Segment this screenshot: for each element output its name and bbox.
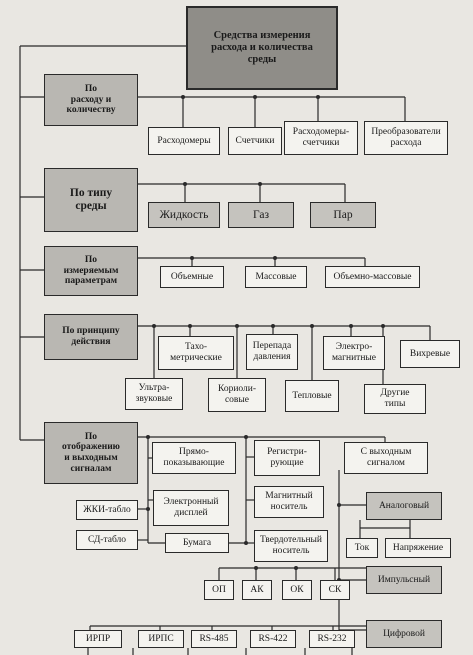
- params-item-mass: Массовые: [245, 266, 307, 288]
- signal-item-digital: Цифровой: [366, 620, 442, 648]
- signal-item-current: Ток: [346, 538, 378, 558]
- display-item-magnetic-media: Магнитный носитель: [254, 486, 324, 518]
- pulse-item-sk: СК: [320, 580, 350, 600]
- display-item-lcd: ЖКИ-табло: [76, 500, 138, 520]
- display-item-led: СД-табло: [76, 530, 138, 550]
- signal-item-pulse: Импульсный: [366, 566, 442, 594]
- pulse-item-ok: ОК: [282, 580, 312, 600]
- medium-item-gas: Газ: [228, 202, 294, 228]
- signal-item-analog: Аналоговый: [366, 492, 442, 520]
- params-item-volume-mass: Объемно-массовые: [325, 266, 420, 288]
- signal-item-voltage: Напряжение: [385, 538, 451, 558]
- pulse-item-op: ОП: [204, 580, 234, 600]
- medium-item-steam: Пар: [310, 202, 376, 228]
- digital-item-irps: ИРПС: [138, 630, 184, 648]
- principle-item-other: Другие типы: [364, 384, 426, 414]
- category-by-principle: По принципу действия: [44, 314, 138, 360]
- display-item-recording: Регистри- рующие: [254, 440, 320, 476]
- principle-item-tachometric: Тахо- метрические: [158, 336, 234, 370]
- medium-item-liquid: Жидкость: [148, 202, 220, 228]
- principle-item-thermal: Тепловые: [285, 380, 339, 412]
- category-by-parameters: По измеряемым параметрам: [44, 246, 138, 296]
- display-item-electronic-display: Электронный дисплей: [153, 490, 229, 526]
- category-by-medium: По типу среды: [44, 168, 138, 232]
- digital-item-rs422: RS-422: [250, 630, 296, 648]
- category-by-flow: По расходу и количеству: [44, 74, 138, 126]
- principle-item-coriolis: Кориоли- совые: [208, 378, 266, 412]
- category-by-display: По отображению и выходным сигналам: [44, 422, 138, 484]
- display-item-solid-state-media: Твердотельный носитель: [254, 530, 328, 562]
- digital-item-irpr: ИРПР: [74, 630, 122, 648]
- flow-item-flowmeter-counters: Расходомеры- счетчики: [284, 121, 358, 155]
- principle-item-ultrasonic: Ультра- звуковые: [125, 378, 183, 410]
- digital-item-rs485: RS-485: [191, 630, 237, 648]
- flow-item-counters: Счетчики: [228, 127, 282, 155]
- display-item-direct: Прямо- показывающие: [152, 442, 236, 474]
- diagram-title: Средства измерения расхода и количества …: [186, 6, 338, 90]
- principle-item-vortex: Вихревые: [400, 340, 460, 368]
- principle-item-pressure-drop: Перепада давления: [246, 334, 298, 370]
- flow-item-flowmeters: Расходомеры: [148, 127, 220, 155]
- flow-item-converters: Преобразователи расхода: [364, 121, 448, 155]
- display-item-paper: Бумага: [165, 533, 229, 553]
- params-item-volumetric: Объемные: [160, 266, 224, 288]
- pulse-item-ak: АК: [242, 580, 272, 600]
- digital-item-rs232: RS-232: [309, 630, 355, 648]
- display-item-output-signal: С выходным сигналом: [344, 442, 428, 474]
- principle-item-electromagnetic: Электро- магнитные: [323, 336, 385, 370]
